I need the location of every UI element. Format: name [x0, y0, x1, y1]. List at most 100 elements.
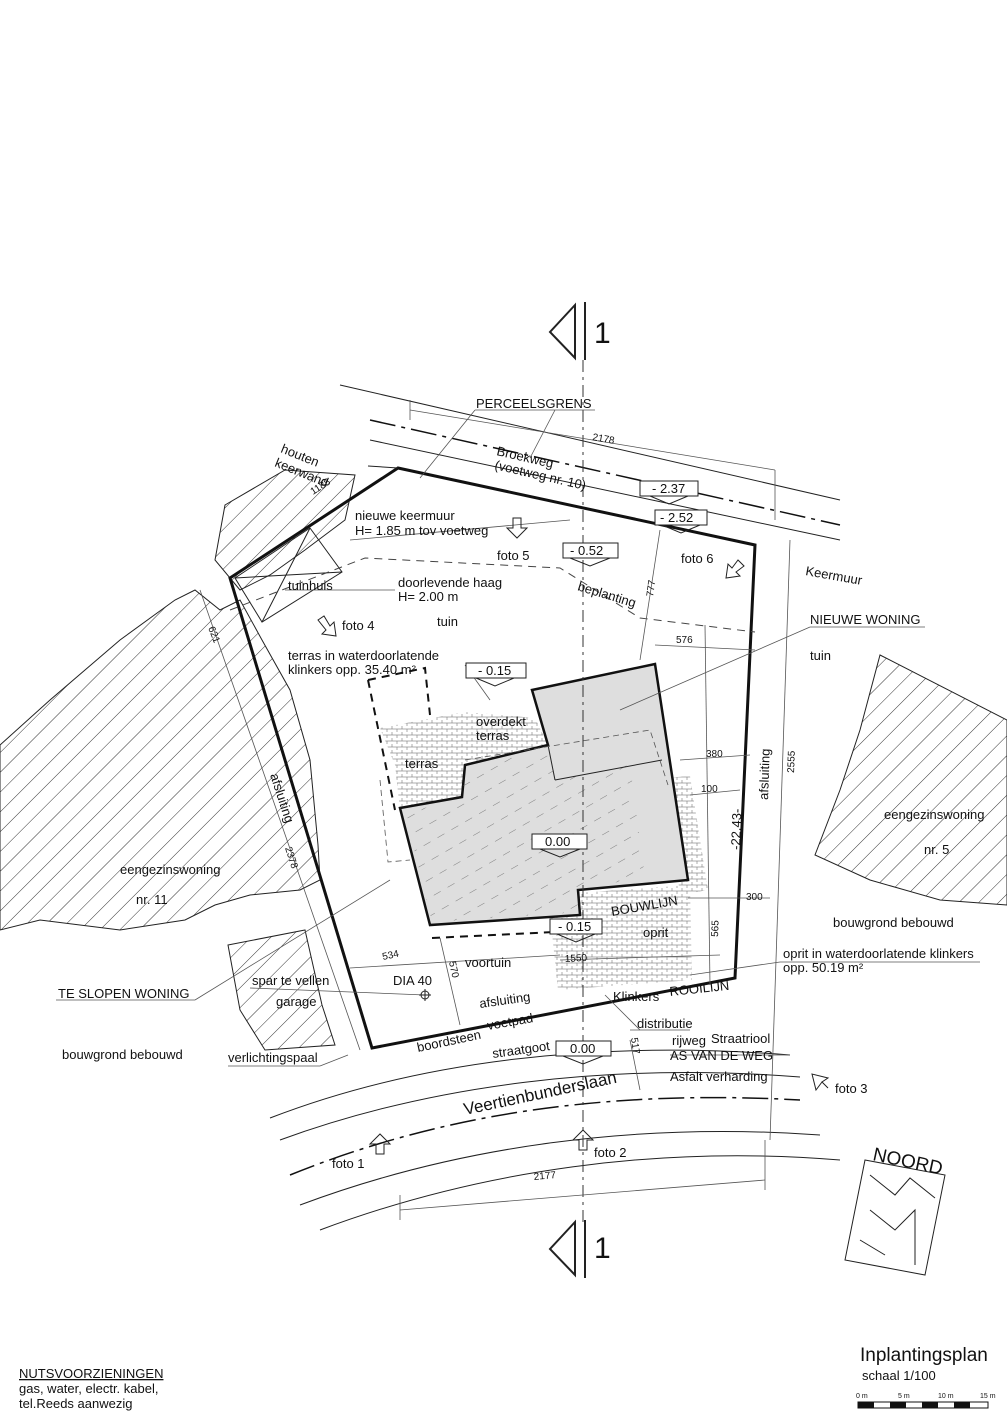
- section-number-top: 1: [594, 317, 611, 350]
- dim-2555: 2555: [786, 750, 798, 773]
- svg-text:- 2.37: - 2.37: [652, 481, 685, 496]
- dim-100: 100: [701, 784, 718, 795]
- level-box-015-terras: - 0.15: [465, 662, 527, 687]
- section-marker-bottom: 1: [548, 1219, 611, 1278]
- label-noord: NOORD: [871, 1144, 945, 1179]
- level-box-000-road: 0.00: [555, 1040, 612, 1065]
- utilities-line1: gas, water, electr. kabel,: [19, 1381, 158, 1396]
- photo-arrow-1: [368, 1133, 392, 1155]
- level-box-052: - 0.52: [562, 542, 619, 567]
- dim-576: 576: [676, 635, 693, 646]
- level-box-252: - 2.52: [654, 509, 708, 534]
- label-terras-klinkers: terras in waterdoorlatende: [288, 648, 439, 663]
- dim-565: 565: [710, 920, 722, 937]
- label-verlichtingspaal: verlichtingspaal: [228, 1050, 318, 1065]
- label-oprit-opp: opp. 50.19 m²: [783, 960, 864, 975]
- label-overdekt: overdekt: [476, 714, 526, 729]
- section-marker-top: 1: [548, 302, 611, 361]
- label-keermuur-hoogte: H= 1.85 m tov voetweg: [355, 523, 488, 538]
- label-foto6: foto 6: [681, 551, 714, 566]
- label-asfalt: Asfalt verharding: [670, 1069, 768, 1084]
- svg-text:0.00: 0.00: [545, 834, 570, 849]
- label-nr5: nr. 5: [924, 842, 949, 857]
- level-box-000-house: 0.00: [531, 833, 588, 858]
- scale-bar: [857, 1401, 989, 1409]
- leader-lines: [56, 409, 980, 1067]
- svg-text:- 0.15: - 0.15: [478, 663, 511, 678]
- dim-2177: 2177: [533, 1170, 557, 1183]
- label-foto1: foto 1: [332, 1156, 365, 1171]
- scale-tick-5: 5 m: [898, 1393, 910, 1400]
- label-nr11: nr. 11: [136, 892, 168, 907]
- label-eengezinswoning-right: eengezinswoning: [884, 807, 984, 822]
- neighbour-house-right: [814, 654, 1007, 906]
- label-tuinhuis: tuinhuis: [288, 578, 333, 593]
- label-rooilijn: ROOILIJN: [669, 978, 730, 999]
- label-straatgoot: straatgoot: [491, 1038, 551, 1061]
- label-rijweg: rijweg: [672, 1033, 706, 1048]
- label-tuin-top: tuin: [437, 614, 458, 629]
- photo-arrow-2: [571, 1129, 595, 1151]
- label-as-van-de-weg: AS VAN DE WEG: [670, 1048, 773, 1063]
- photo-arrow-6: [725, 559, 745, 579]
- dim-300: 300: [746, 892, 763, 903]
- dim-1550: 1550: [565, 953, 588, 965]
- garden-shed: [234, 527, 343, 623]
- label-foto3: foto 3: [835, 1081, 868, 1096]
- dim-570: 570: [446, 960, 460, 979]
- new-house: [398, 662, 690, 927]
- utilities-heading: NUTSVOORZIENINGEN: [19, 1366, 163, 1381]
- scale-tick-15: 15 m: [980, 1393, 996, 1400]
- label-eengezinswoning-left: eengezinswoning: [120, 862, 220, 877]
- label-klinkers: Klinkers: [613, 989, 660, 1004]
- label-spar: spar te vellen: [252, 973, 329, 988]
- label-boordsteen: boordsteen: [416, 1027, 483, 1055]
- terrace-area: [380, 712, 708, 990]
- label-dia: DIA 40: [393, 973, 432, 988]
- photo-arrow-5: [505, 517, 529, 539]
- label-foto5: foto 5: [497, 548, 530, 563]
- scale-tick-0: 0 m: [856, 1393, 868, 1400]
- dim-534: 534: [381, 949, 400, 963]
- label-beplanting: beplanting: [576, 579, 638, 611]
- label-terras: terras: [405, 756, 439, 771]
- dim-380: 380: [706, 749, 723, 760]
- label-terras-opp: klinkers opp. 35.40 m²: [288, 662, 417, 677]
- plan-title: Inplantingsplan: [860, 1345, 988, 1366]
- dim-517: 517: [628, 1037, 641, 1055]
- dim-777: 777: [645, 579, 658, 597]
- label-nieuwe-keermuur: nieuwe keermuur: [355, 508, 455, 523]
- level-box-015-oprit: - 0.15: [549, 918, 603, 943]
- label-oprit: oprit: [643, 925, 669, 940]
- svg-text:- 0.52: - 0.52: [570, 543, 603, 558]
- utilities-line2: tel.Reeds aanwezig: [19, 1396, 132, 1411]
- dashed-outlines: [367, 666, 669, 939]
- photo-arrow-4: [317, 615, 337, 637]
- road-veertienbunderslaan: [269, 1049, 841, 1231]
- label-voortuin: voortuin: [465, 955, 511, 970]
- section-number-bottom: 1: [594, 1232, 611, 1265]
- label-foto4: foto 4: [342, 618, 375, 633]
- label-nieuwe-woning: NIEUWE WONING: [810, 612, 921, 627]
- svg-text:0.00: 0.00: [570, 1041, 595, 1056]
- dimension-lines: [199, 400, 791, 1220]
- svg-text:- 0.15: - 0.15: [558, 919, 591, 934]
- hedge-line: [229, 557, 756, 633]
- neighbour-house-left: [0, 469, 356, 1051]
- label-voetpad: voetpad: [486, 1010, 534, 1033]
- label-haag-hoogte: H= 2.00 m: [398, 589, 458, 604]
- label-bouwgrond-left: bouwgrond bebouwd: [62, 1047, 183, 1062]
- photo-arrow-3: [811, 1073, 830, 1092]
- scale-tick-10: 10 m: [938, 1393, 954, 1400]
- dim-2243: -22.43-: [728, 808, 744, 850]
- label-doorlevende-haag: doorlevende haag: [398, 575, 502, 590]
- plot-boundary: [228, 466, 757, 1050]
- level-box-237: - 2.37: [639, 480, 699, 505]
- label-bouwgrond-right: bouwgrond bebouwd: [833, 915, 954, 930]
- label-te-slopen: TE SLOPEN WONING: [58, 986, 189, 1001]
- dim-2178: 2178: [591, 432, 615, 447]
- label-straatriool: Straatriool: [711, 1031, 770, 1046]
- label-afsluiting-bottom: afsluiting: [478, 989, 531, 1011]
- label-veertienbunderslaan: Veertienbunderslaan: [462, 1068, 619, 1119]
